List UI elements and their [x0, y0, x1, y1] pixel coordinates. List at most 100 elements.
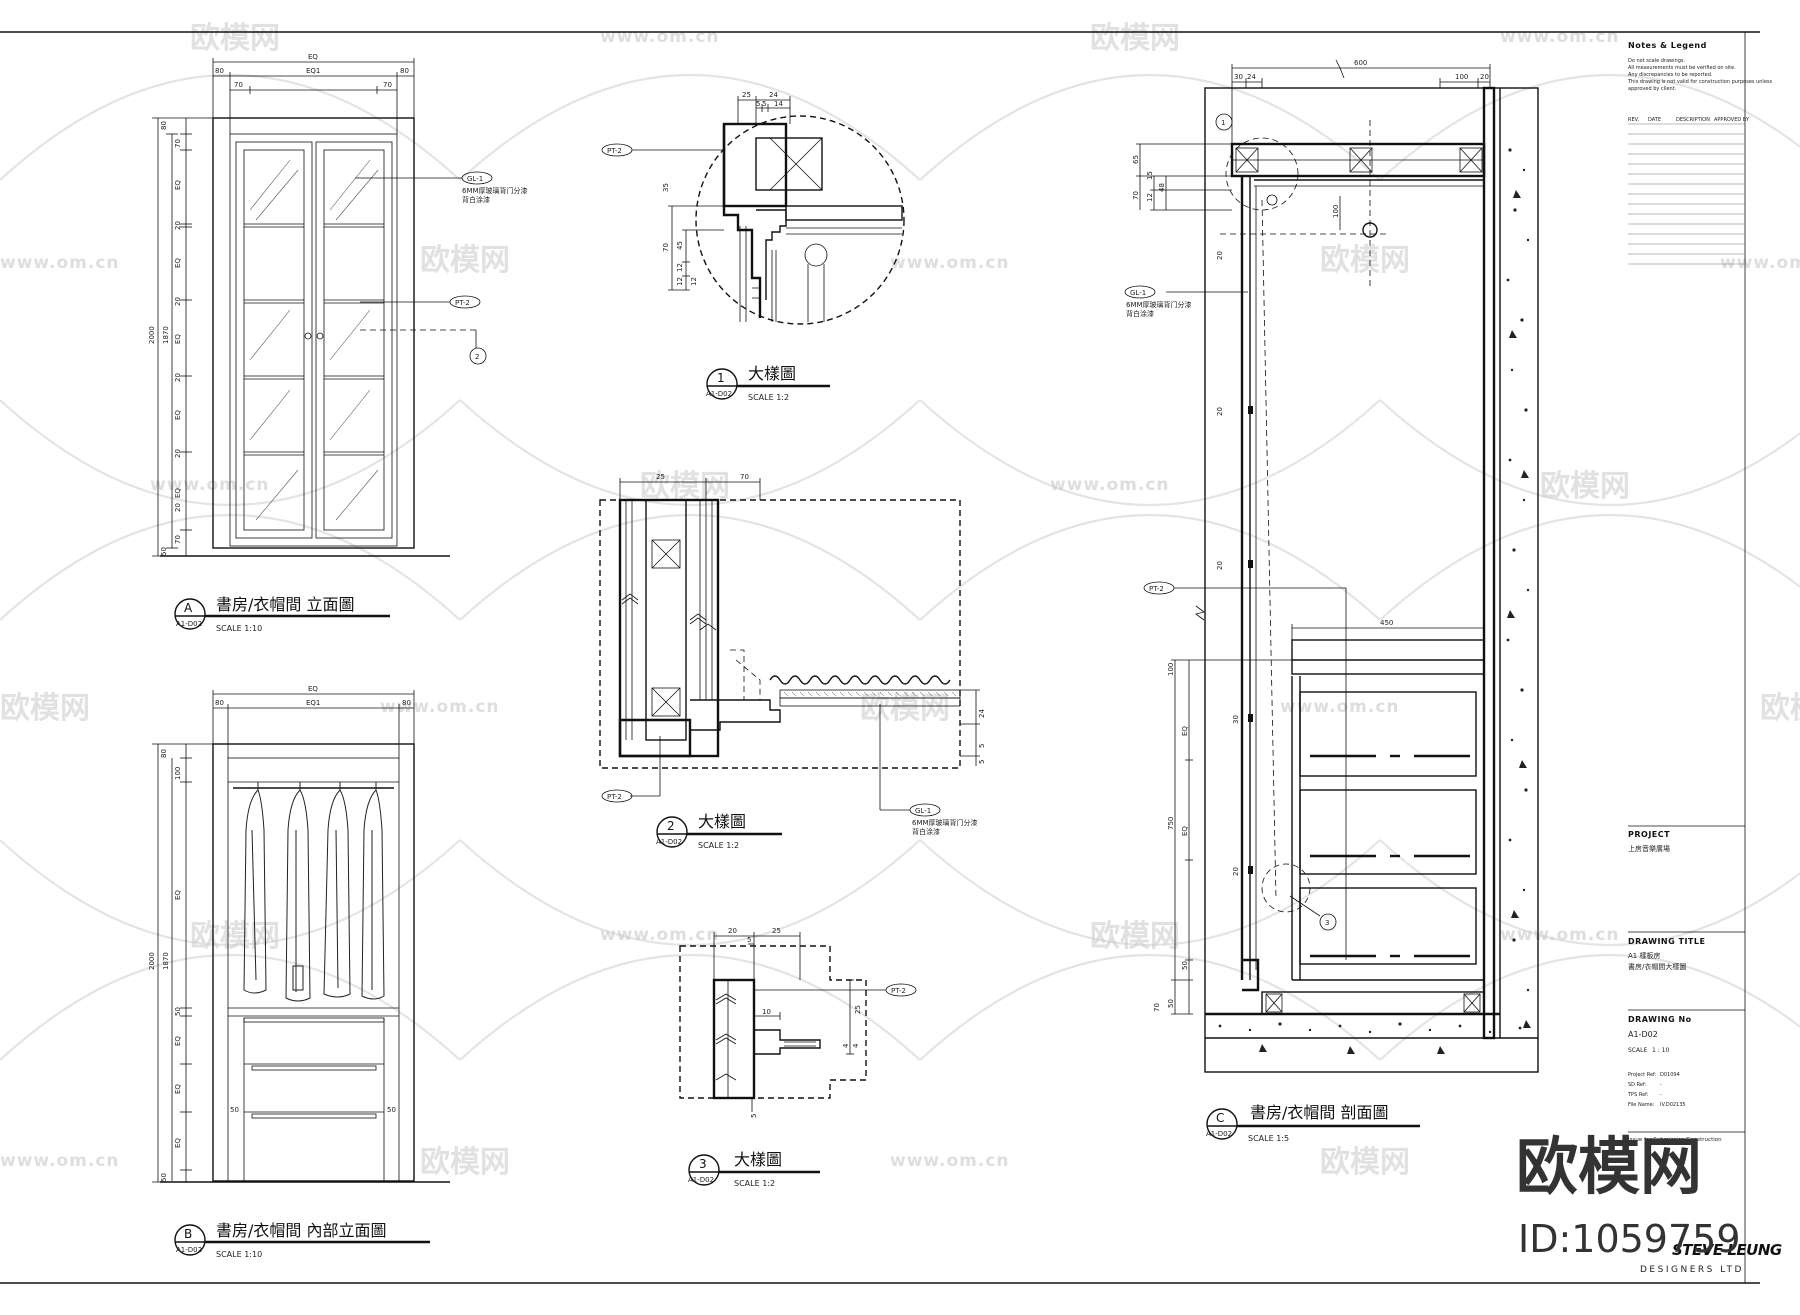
dim-label: 5 [750, 1114, 758, 1118]
dim-label: 5 [762, 100, 766, 108]
ref-label: File Name: [1628, 1102, 1655, 1108]
title-tag-circle [174, 1224, 206, 1256]
watermark-brand: 欧模网 [1320, 243, 1410, 278]
dim-label: 12 [676, 263, 684, 272]
watermark-url: www.om.cn [0, 1151, 120, 1171]
ref-value: D01094 [1660, 1072, 1680, 1078]
hinges [1248, 406, 1253, 874]
dim-label: 1870 [162, 326, 170, 344]
ref-label: SD Ref: [1628, 1082, 1647, 1088]
dim-label: EQ [174, 180, 182, 190]
dim-label: 20 [174, 449, 182, 458]
dim-label: 20 [1480, 73, 1489, 81]
rail-bracket [1266, 194, 1278, 206]
elevation-a-left-dims [152, 117, 213, 557]
wall-finish [1482, 86, 1496, 1040]
watermark-url: www.om.cn [890, 253, 1010, 273]
detail-callout-circle [1261, 863, 1311, 913]
notes-line: approved by client. [1628, 86, 1677, 92]
watermark-brand: 欧模网 [1090, 21, 1180, 56]
drawing-title-text: 大樣圖 [698, 812, 746, 831]
dim-label: EQ [174, 1036, 182, 1046]
detail-callout-circle [469, 347, 487, 365]
dim-label: 20 [1216, 407, 1224, 416]
dim-label: 450 [1380, 619, 1393, 627]
tag-gl-1: GL-1 [467, 175, 483, 183]
dim-label: 10 [762, 1008, 771, 1016]
dim-label: 20 [174, 297, 182, 306]
title-tag-ref: A1-D02 [176, 620, 202, 628]
title-tag-letter: C [1216, 1111, 1224, 1125]
drawing-no-label: DRAWING No [1628, 1015, 1692, 1024]
gl-note-line: 6MM厚玻璃背门分漆 [912, 818, 978, 827]
tag-pt-2: PT-2 [455, 299, 470, 307]
dim-label: 12 [1146, 193, 1154, 202]
ref-value: IV.D02135 [1660, 1102, 1686, 1108]
gl-note-line: 背白涂漆 [462, 195, 490, 204]
shelves [1291, 639, 1485, 981]
right-door-glass [323, 149, 385, 531]
dim-label: EQ [1181, 826, 1189, 836]
title-tag-number: 3 [699, 1157, 707, 1171]
drawing-title-text: 大樣圖 [748, 364, 796, 383]
rev-header: DESCRIPTION [1676, 117, 1710, 123]
detail-callout-number: 2 [475, 353, 479, 361]
dim-label: 80 [215, 67, 224, 75]
plinth-hatch [1265, 993, 1481, 1013]
door-knob-left [304, 332, 312, 340]
hanging-rod [804, 243, 828, 267]
dim-label: EQ [174, 890, 182, 900]
section-c-left-dims [1136, 143, 1485, 1015]
dim-label: 80 [402, 699, 411, 707]
tag-bubble [1124, 285, 1156, 299]
tag-pt-2: PT-2 [607, 793, 622, 801]
gl-note-line: 6MM厚玻璃背门分漆 [462, 186, 528, 195]
dim-label: 48 [1158, 183, 1166, 192]
dim-label: EQ [174, 258, 182, 268]
dim-label: 12 [676, 277, 684, 286]
tag-bubble [885, 983, 917, 997]
firm-subtitle: DESIGNERS LTD [1640, 1265, 1744, 1275]
dim-label: 750 [1167, 817, 1175, 830]
firm-name: STEVE LEUNG [1672, 1241, 1782, 1259]
dim-label: 70 [1132, 191, 1140, 200]
ref-value: - [1660, 1082, 1662, 1088]
notes-line: Do not scale drawings. [1628, 58, 1685, 64]
dim-label: 100 [1455, 73, 1468, 81]
dim-label: 70 [174, 139, 182, 148]
detail-1-drawing: 25 24 5 5 14 35 45 70 12 12 12 PT-2 [601, 91, 905, 325]
shelf-edges [1310, 754, 1470, 958]
glass-hatch [249, 159, 379, 521]
frame-lines [621, 500, 717, 740]
dim-label: 2000 [148, 326, 156, 344]
cross-hatch [769, 137, 823, 191]
left-door-glass [243, 149, 305, 531]
notes-heading: Notes & Legend [1628, 41, 1707, 50]
dim-label: 50 [230, 1106, 239, 1114]
title-tag-ref: A1-D02 [688, 1176, 714, 1184]
detail-3-title: 3 A1-D02 大樣圖 SCALE 1:2 [688, 1150, 820, 1188]
dim-label: 12 [690, 277, 698, 286]
dim-label: 100 [1332, 205, 1340, 218]
dim-label: 100 [1167, 663, 1175, 676]
watermark-url: www.om.cn [380, 697, 500, 717]
issue-note: Issue for Submission/Construction [1628, 1137, 1722, 1143]
dim-label: 20 [1216, 251, 1224, 260]
watermark-url: www.om.cn [600, 27, 720, 47]
plinth [1261, 991, 1485, 1015]
watermark-id: ID:1059759 [1518, 1217, 1741, 1261]
base-block [618, 718, 692, 758]
dim-label: 25 [742, 91, 751, 99]
elevation-b-drawing: EQ 80 EQ1 80 80 100 EQ 50 EQ EQ EQ 50 20… [148, 685, 450, 1183]
corrugated-panel [769, 675, 951, 685]
left-door-leaf [235, 141, 313, 539]
watermark-url: www.om.cn [0, 253, 120, 273]
dim-label: 50 [160, 1173, 168, 1182]
project-label: PROJECT [1628, 830, 1670, 839]
dim-label: 1870 [162, 952, 170, 970]
detail-callout-number: 3 [1325, 919, 1329, 927]
scale-label: SCALE [1628, 1047, 1647, 1054]
rev-header: APPROVED BY [1714, 117, 1750, 123]
glass-hatch [783, 691, 957, 697]
